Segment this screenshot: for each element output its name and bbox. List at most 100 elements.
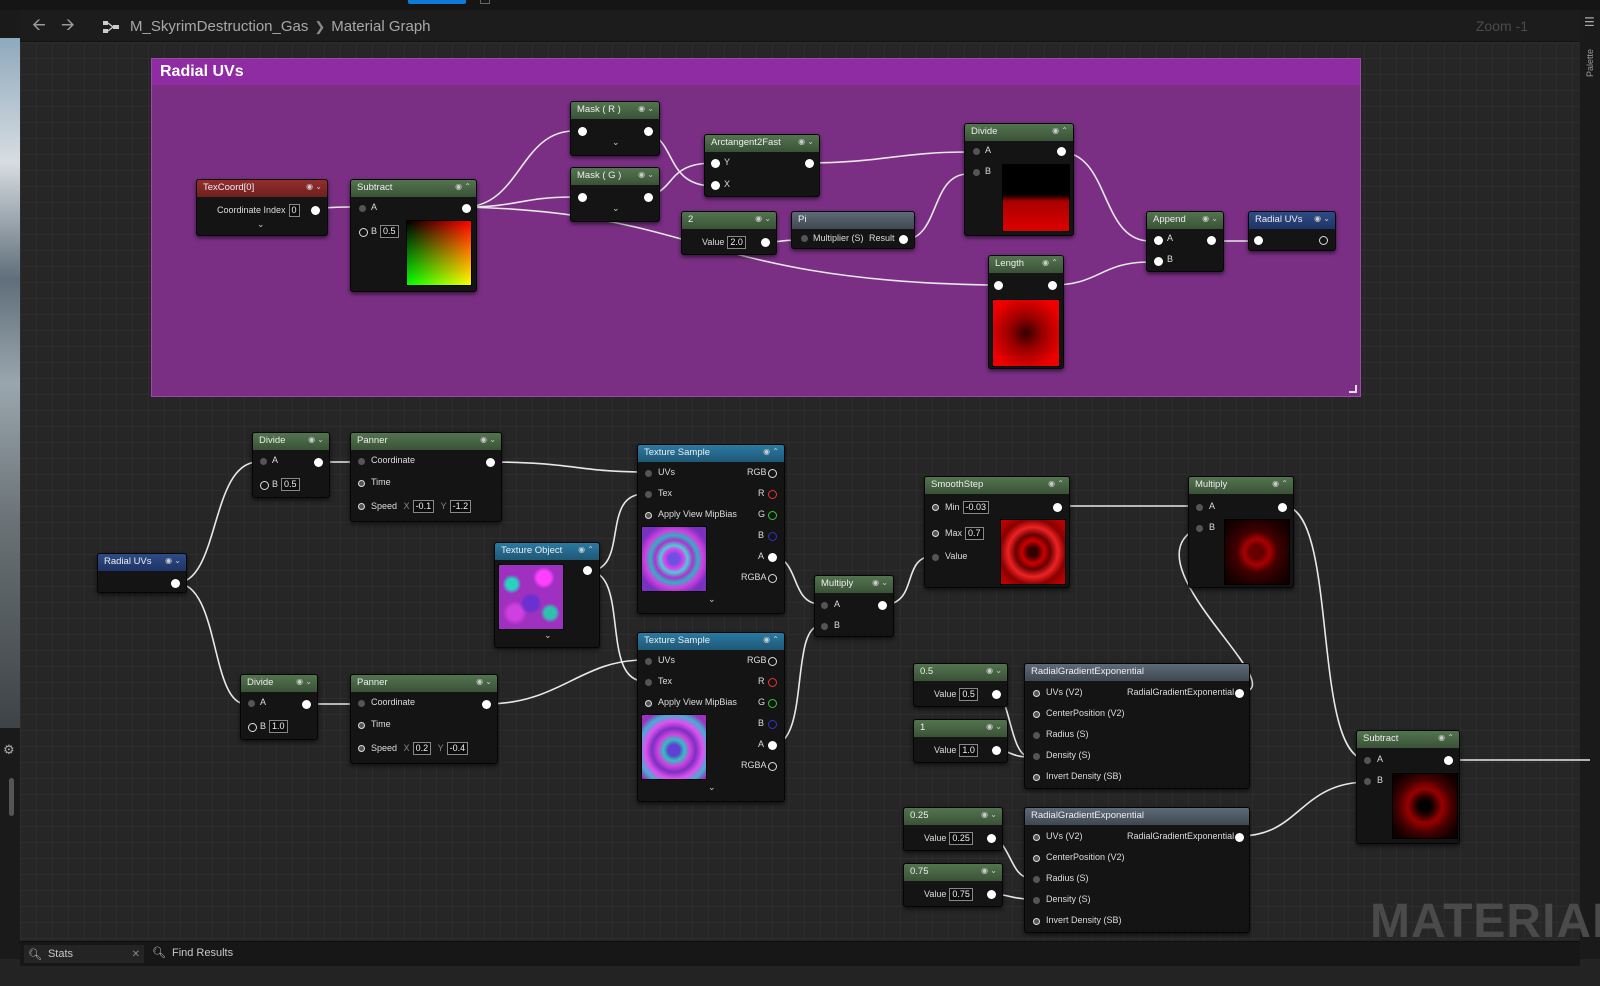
node-append[interactable]: Append◉ ⌄ A B: [1146, 211, 1224, 272]
tab-stats[interactable]: 🔍︎ Stats ✕: [24, 945, 144, 963]
node-title[interactable]: Length◉ ⌃: [989, 256, 1063, 273]
node-pi[interactable]: Pi Multiplier (S) Result: [791, 211, 915, 249]
output-pin[interactable]: [899, 235, 908, 244]
input-pin-max[interactable]: [932, 530, 939, 537]
tab-indicator[interactable]: [480, 0, 490, 4]
output-pin-g[interactable]: [768, 699, 777, 708]
node-title[interactable]: Divide◉ ⌄: [253, 433, 329, 450]
input-pin-a[interactable]: [1364, 757, 1371, 764]
node-title[interactable]: RadialGradientExponential: [1025, 808, 1249, 825]
node-controls-icon[interactable]: ◉ ⌃: [1048, 479, 1064, 488]
output-pin[interactable]: [462, 204, 471, 213]
node-multiply[interactable]: Multiply◉ ⌃ A B: [1188, 476, 1294, 588]
input-pin-a[interactable]: [1196, 504, 1203, 511]
input-pin-uvs[interactable]: [645, 470, 652, 477]
node-title[interactable]: RadialGradientExponential: [1025, 664, 1249, 681]
node-title[interactable]: Texture Sample◉ ⌃: [638, 633, 784, 650]
speed-x-input[interactable]: 0.2: [412, 742, 432, 755]
node-title[interactable]: 0.5◉ ⌄: [914, 664, 1007, 681]
node-title[interactable]: Divide◉ ⌄: [241, 675, 317, 692]
input-pin-time[interactable]: [358, 480, 365, 487]
input-pin-coordinate[interactable]: [358, 700, 365, 707]
input-pin-speed[interactable]: [358, 503, 365, 510]
node-multiply[interactable]: Multiply◉ ⌄ A B: [814, 575, 894, 637]
min-value-input[interactable]: -0.03: [962, 501, 990, 514]
output-pin[interactable]: [482, 700, 491, 709]
input-pin[interactable]: [994, 281, 1003, 290]
input-pin-min[interactable]: [932, 504, 939, 511]
output-pin[interactable]: [1278, 503, 1287, 512]
comment-title[interactable]: Radial UVs: [152, 59, 1360, 85]
input-pin-coordinate[interactable]: [358, 458, 365, 465]
node-controls-icon[interactable]: ◉ ⌄: [638, 170, 654, 179]
output-pin[interactable]: [761, 238, 770, 247]
node-divide[interactable]: Divide◉ ⌃ A B: [964, 123, 1074, 236]
node-subtract[interactable]: Subtract◉ ⌃ A B: [1356, 730, 1460, 844]
output-pin[interactable]: [486, 458, 495, 467]
output-pin[interactable]: [1235, 833, 1244, 842]
tab-find-results[interactable]: 🔍︎ Find Results: [152, 946, 233, 960]
node-title[interactable]: Texture Sample◉ ⌃: [638, 445, 784, 462]
value-input[interactable]: 0.75: [949, 888, 973, 901]
node-title[interactable]: Radial UVs◉ ⌄: [98, 554, 186, 571]
node-controls-icon[interactable]: ◉ ⌃: [1438, 733, 1454, 742]
node-title[interactable]: Subtract◉ ⌃: [1357, 731, 1459, 748]
input-pin-mipbias[interactable]: [645, 700, 652, 707]
b-value-input[interactable]: 0.5: [380, 225, 399, 238]
input-pin[interactable]: [1254, 236, 1263, 245]
chevron-down-icon[interactable]: ⌄: [257, 220, 265, 230]
output-pin-rgba[interactable]: [768, 762, 777, 771]
input-pin-mipbias[interactable]: [645, 512, 652, 519]
output-pin-a[interactable]: [768, 741, 777, 750]
input-pin-a[interactable]: [248, 700, 255, 707]
node-arctangent2fast[interactable]: Arctangent2Fast◉ ⌄ Y X: [704, 134, 820, 197]
output-pin[interactable]: [1444, 756, 1453, 765]
back-arrow-icon[interactable]: 🡨: [32, 15, 46, 35]
node-title[interactable]: Panner◉ ⌄: [351, 675, 497, 692]
b-value-input[interactable]: 1.0: [269, 720, 288, 733]
node-controls-icon[interactable]: ◉ ⌄: [755, 214, 771, 223]
node-texture-sample[interactable]: Texture Sample◉ ⌃ UVs RGB Tex R Apply Vi…: [637, 632, 785, 802]
node-title[interactable]: 0.75◉ ⌄: [904, 864, 1002, 881]
node-controls-icon[interactable]: ◉ ⌄: [798, 137, 814, 146]
gear-icon[interactable]: ⚙: [3, 743, 15, 758]
node-texture-sample[interactable]: Texture Sample◉ ⌃ UVs RGB Tex R Apply Vi…: [637, 444, 785, 614]
output-pin-b[interactable]: [768, 720, 777, 729]
node-controls-icon[interactable]: ◉ ⌄: [872, 578, 888, 587]
output-pin[interactable]: [171, 579, 180, 588]
input-pin-a[interactable]: [1154, 236, 1163, 245]
node-controls-icon[interactable]: ◉ ⌄: [306, 182, 322, 191]
node-texture-object[interactable]: Texture Object◉ ⌃ ⌄: [494, 542, 600, 648]
output-pin[interactable]: [302, 700, 311, 709]
breadcrumb-asset[interactable]: M_SkyrimDestruction_Gas: [130, 18, 309, 35]
input-pin-time[interactable]: [358, 722, 365, 729]
input-pin-uvs[interactable]: [1033, 834, 1040, 841]
node-controls-icon[interactable]: ◉ ⌃: [1052, 126, 1068, 135]
speed-x-input[interactable]: -0.1: [412, 500, 435, 513]
input-pin-y[interactable]: [711, 159, 720, 168]
value-input[interactable]: 1.0: [959, 744, 978, 757]
node-radial-gradient-exponential[interactable]: RadialGradientExponential UVs (V2) Radia…: [1024, 663, 1250, 789]
node-controls-icon[interactable]: ◉ ⌃: [578, 545, 594, 554]
input-pin-a[interactable]: [973, 148, 980, 155]
node-controls-icon[interactable]: ◉ ⌃: [763, 447, 779, 456]
node-controls-icon[interactable]: ◉ ⌄: [480, 435, 496, 444]
resize-handle-icon[interactable]: [1349, 385, 1357, 393]
coord-index-input[interactable]: 0: [288, 204, 300, 217]
node-title[interactable]: Append◉ ⌄: [1147, 212, 1223, 229]
input-pin[interactable]: [801, 235, 808, 242]
input-pin-invert[interactable]: [1033, 918, 1040, 925]
input-pin[interactable]: [578, 193, 587, 202]
node-controls-icon[interactable]: ◉ ⌄: [296, 677, 312, 686]
output-pin-r[interactable]: [768, 490, 777, 499]
node-title[interactable]: Mask ( G )◉ ⌄: [571, 168, 659, 185]
output-pin[interactable]: [805, 159, 814, 168]
menu-icon[interactable]: ☰: [1584, 15, 1595, 29]
node-radial-uvs-declaration[interactable]: Radial UVs◉ ⌄: [1248, 211, 1336, 251]
